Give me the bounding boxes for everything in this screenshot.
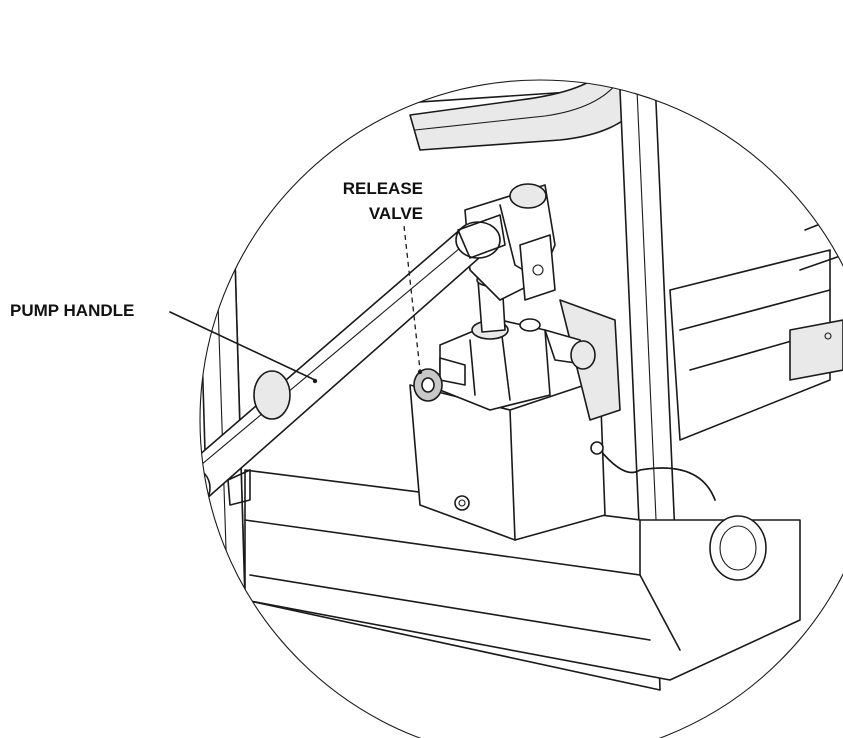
lever-pivot <box>519 234 556 301</box>
ram-block <box>789 319 843 381</box>
fill-plug <box>590 441 604 455</box>
pump-handle-label: PUMP HANDLE <box>10 301 135 320</box>
base-tube-end <box>709 515 767 581</box>
ram-assembly <box>669 249 831 441</box>
release-valve-label-line2: VALVE <box>368 204 423 223</box>
plate-hole-2 <box>455 60 461 68</box>
top-plate <box>284 80 601 111</box>
pump-handle-leader <box>169 311 316 381</box>
release-valve-leader <box>403 225 421 371</box>
drain-plug <box>454 495 470 511</box>
detail-circle-border <box>199 79 843 738</box>
release-valve-label-line1: RELEASE <box>342 179 423 198</box>
handle-clamp <box>253 370 291 420</box>
release-valve-body <box>439 357 466 386</box>
plate-hole-1 <box>377 36 383 44</box>
outlet-nut <box>570 340 596 370</box>
